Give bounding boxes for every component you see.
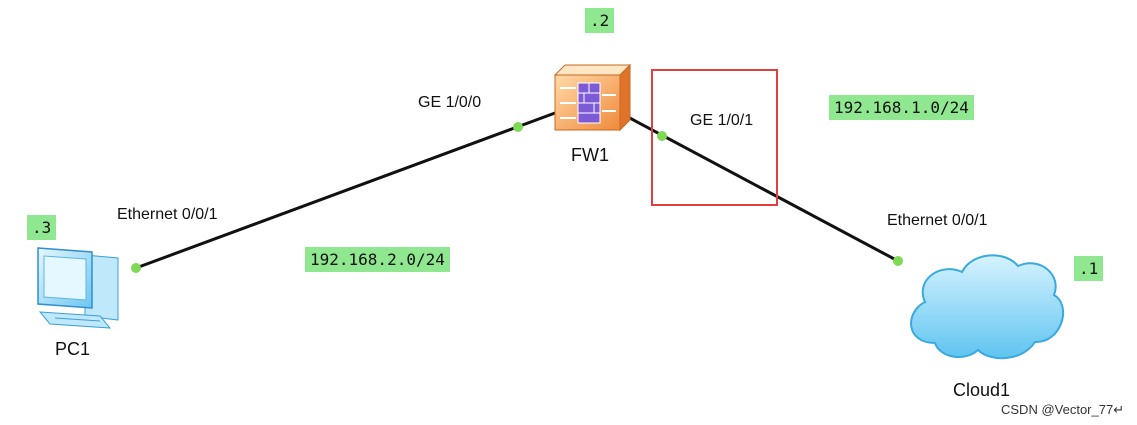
port-dot-pc[interactable] [131, 263, 141, 273]
port-dot-cloud[interactable] [893, 256, 903, 266]
firewall-icon[interactable] [553, 63, 632, 132]
pc-icon[interactable] [37, 247, 119, 329]
fw-name-label: FW1 [571, 145, 609, 165]
watermark: CSDN @Vector_77↵ [1001, 402, 1124, 418]
cloud-address-tag: .1 [1074, 256, 1104, 281]
subnet-left-tag: 192.168.2.0/24 [305, 247, 450, 272]
port-dot-fw-left[interactable] [513, 122, 523, 132]
link-fw-cloud [625, 114, 899, 263]
pc-name-label: PC1 [55, 339, 91, 359]
subnet-right-tag: 192.168.1.0/24 [829, 95, 974, 120]
fw-port-left-label: GE 1/0/0 [418, 94, 482, 111]
port-dot-fw-right[interactable] [657, 131, 667, 141]
highlight-box [651, 69, 778, 206]
cloud-name-label: Cloud1 [953, 380, 1011, 400]
cloud-icon[interactable] [910, 254, 1064, 360]
fw-address-tag: .2 [585, 8, 615, 33]
pc-address-tag: .3 [27, 215, 57, 240]
pc-port-label: Ethernet 0/0/1 [117, 206, 218, 223]
return-glyph-icon: ↵ [1113, 403, 1125, 418]
watermark-text: CSDN @Vector_77 [1001, 402, 1114, 417]
fw-port-right-label: GE 1/0/1 [690, 112, 754, 129]
link-pc-fw [135, 111, 556, 270]
cloud-port-label: Ethernet 0/0/1 [887, 212, 988, 229]
